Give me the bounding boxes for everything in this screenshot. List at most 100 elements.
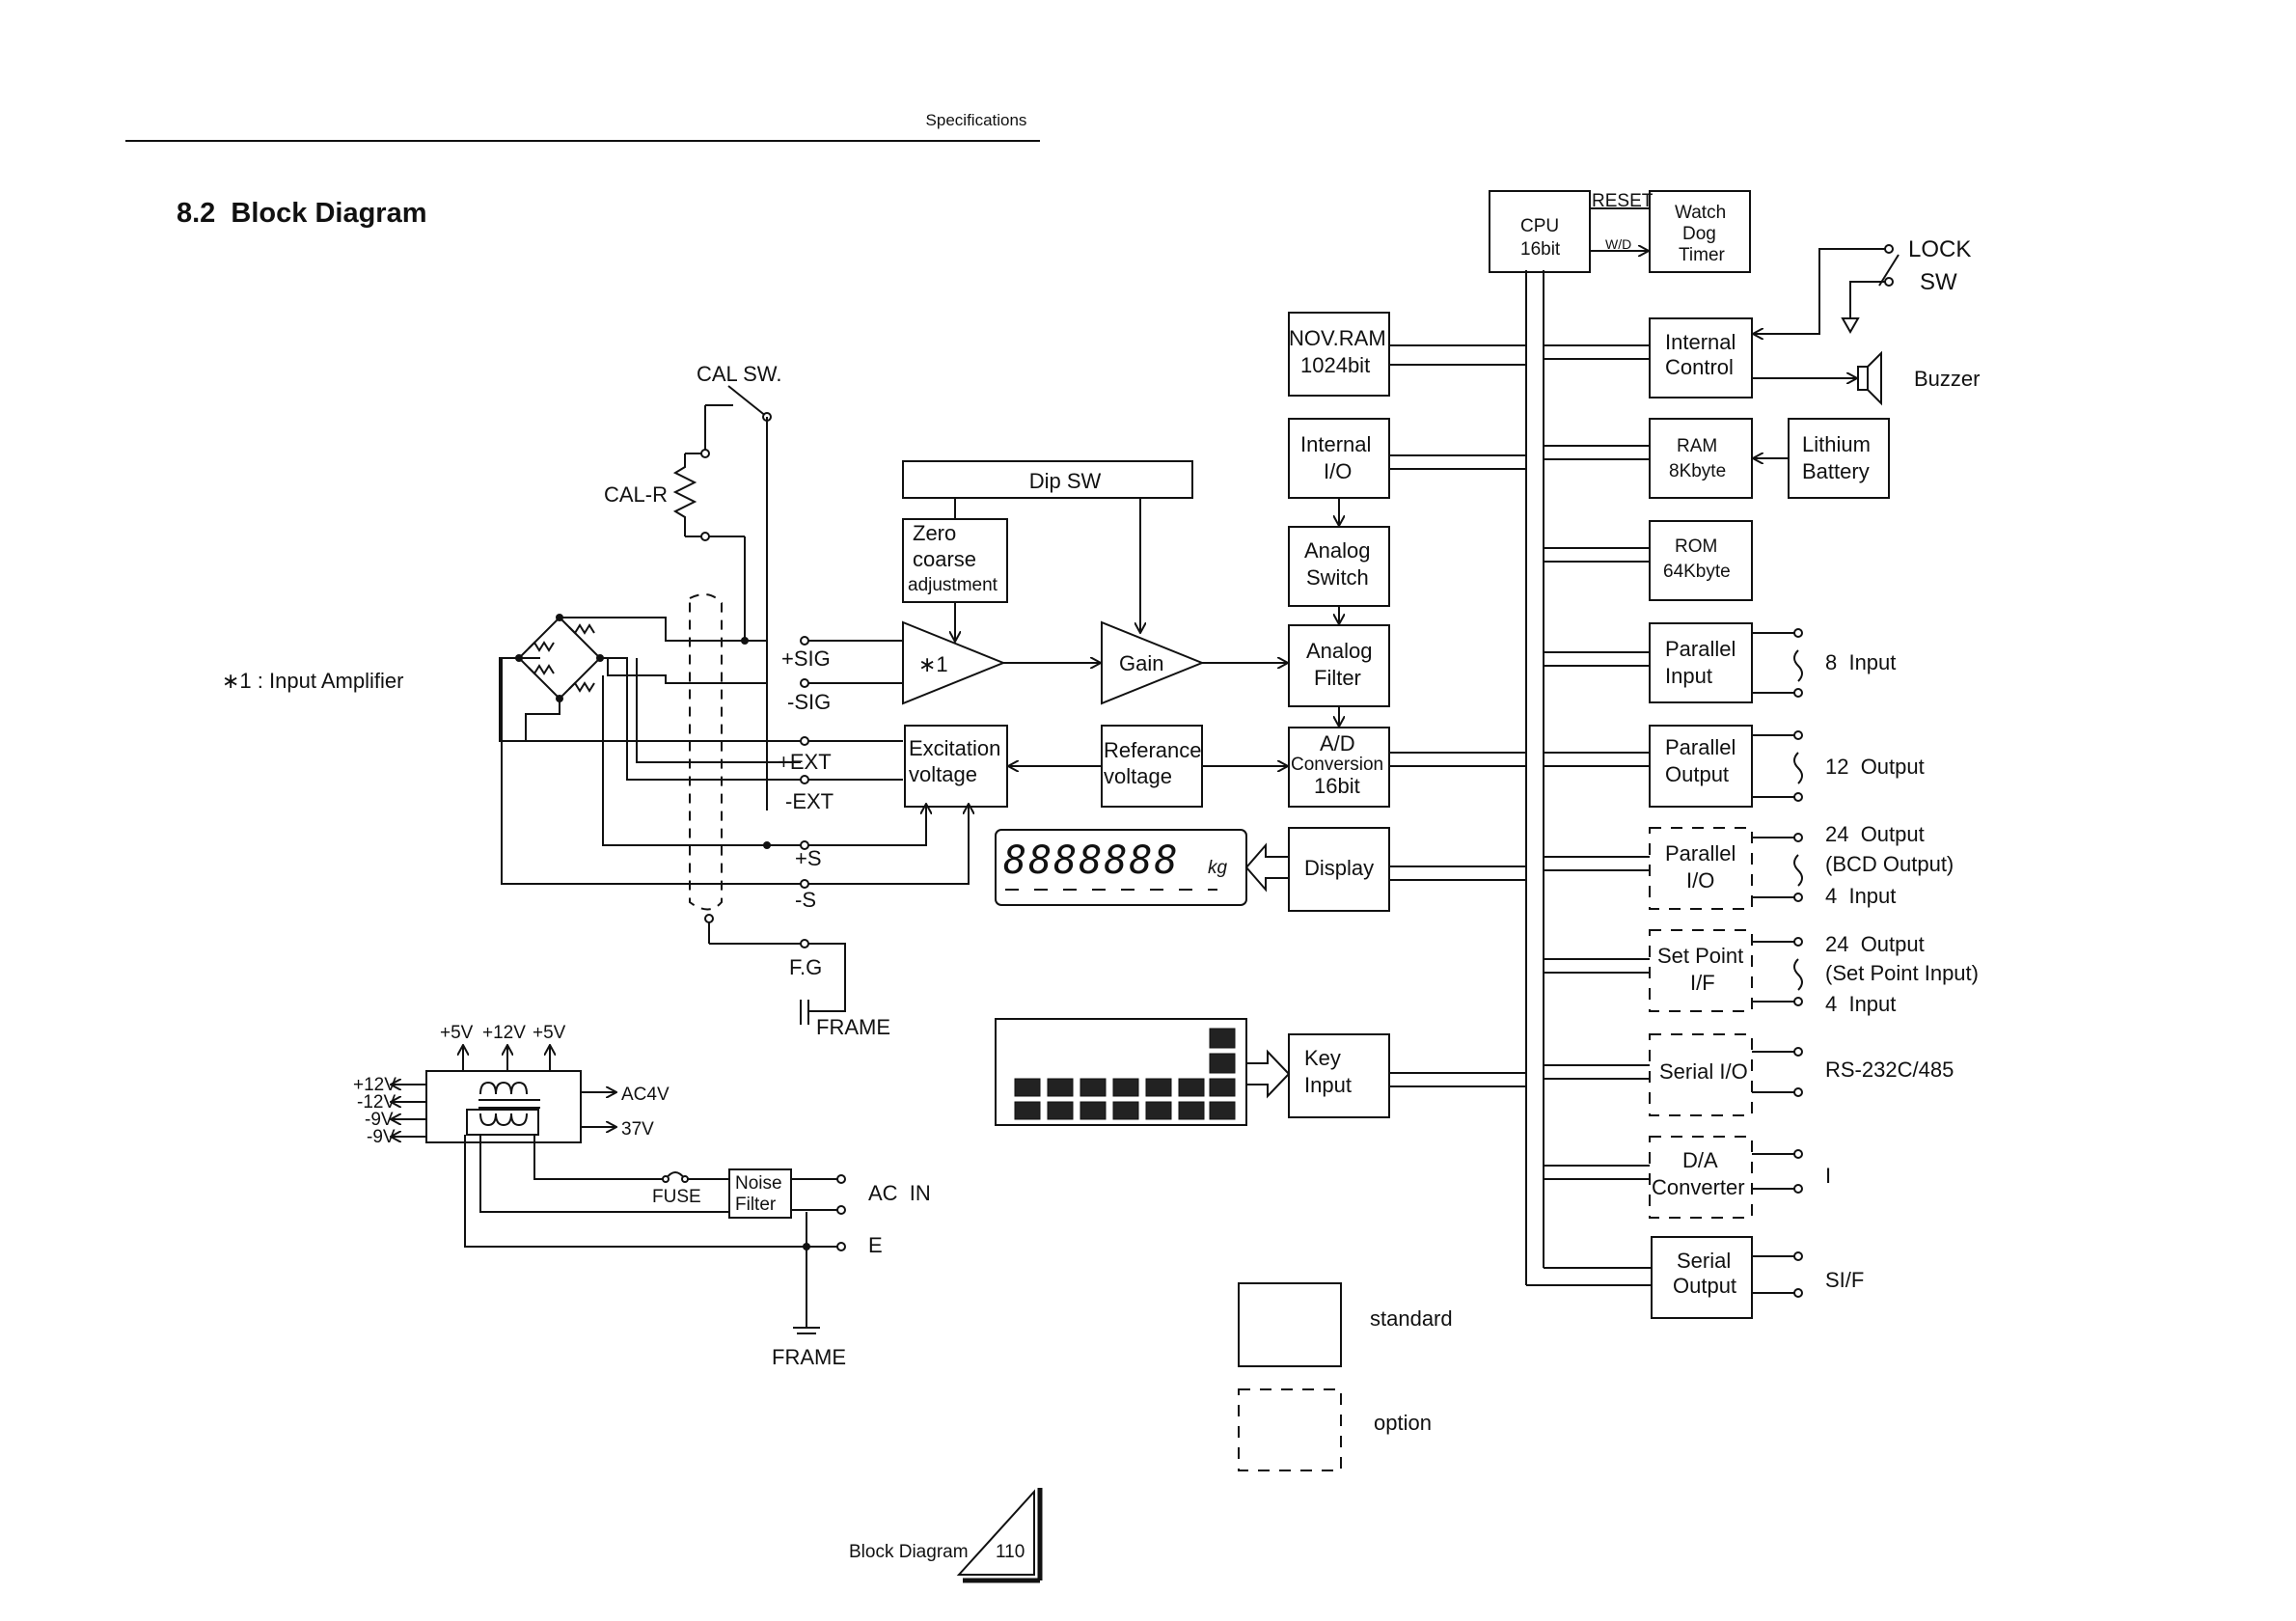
- svg-text:1024bit: 1024bit: [1300, 353, 1370, 377]
- svg-text:Battery: Battery: [1802, 459, 1870, 483]
- svg-text:16bit: 16bit: [1314, 774, 1360, 798]
- dip-sw-block: [902, 460, 1193, 499]
- display-digits: 8888888: [1003, 838, 1180, 883]
- section-header: Specifications: [926, 111, 1027, 129]
- svg-text:voltage: voltage: [1104, 764, 1172, 788]
- legend-option-swatch: [1238, 1388, 1342, 1471]
- svg-text:A/D: A/D: [1320, 731, 1355, 756]
- input-amplifier: [902, 620, 1006, 705]
- input-amplifier-note: ∗1 : Input Amplifier: [222, 669, 403, 693]
- cpu-block: [1489, 190, 1591, 273]
- minus-ext-label: -EXT: [785, 789, 834, 813]
- svg-text:Serial I/O: Serial I/O: [1659, 1059, 1748, 1084]
- svg-text:16bit: 16bit: [1520, 239, 1561, 260]
- svg-text:I/F: I/F: [1690, 971, 1715, 995]
- out24a-label: 24 Output: [1825, 822, 1925, 846]
- out12-label: 12 Output: [1825, 755, 1925, 779]
- svg-text:Internal: Internal: [1665, 330, 1736, 354]
- svg-text:I/O: I/O: [1686, 868, 1714, 893]
- in8-label: 8 Input: [1825, 650, 1896, 674]
- ram-block: [1649, 418, 1753, 499]
- buzzer-label: Buzzer: [1914, 367, 1980, 391]
- svg-text:coarse: coarse: [913, 547, 976, 571]
- watchdog-timer-block: [1649, 190, 1751, 273]
- cable-shield: [689, 593, 723, 911]
- out-m9a-label: -9V: [365, 1110, 394, 1130]
- v5b-label: +5V: [533, 1023, 566, 1043]
- power-supply-block: [425, 1070, 582, 1143]
- svg-text:Serial: Serial: [1677, 1249, 1731, 1273]
- svg-text:NOV.RAM: NOV.RAM: [1289, 326, 1386, 350]
- legend-option-label: option: [1374, 1411, 1432, 1435]
- svg-text:Control: Control: [1665, 355, 1734, 379]
- svg-text:Referance: Referance: [1104, 738, 1202, 762]
- gain-amplifier: [1101, 620, 1205, 705]
- in4a-label: 4 Input: [1825, 884, 1896, 908]
- svg-text:8Kbyte: 8Kbyte: [1669, 461, 1726, 481]
- page-heading: 8.2 Block Diagram: [177, 198, 427, 229]
- svg-text:Output: Output: [1673, 1274, 1736, 1298]
- svg-text:adjustment: adjustment: [908, 575, 998, 595]
- minus-sig-label: -SIG: [787, 690, 831, 714]
- svg-text:Conversion: Conversion: [1291, 755, 1383, 775]
- fuse-label: FUSE: [652, 1187, 701, 1207]
- svg-text:Analog: Analog: [1306, 639, 1373, 663]
- svg-text:Dog: Dog: [1682, 224, 1716, 244]
- plus-s-label: +S: [795, 846, 822, 870]
- ac4v-label: AC4V: [621, 1085, 670, 1105]
- serial-output-block: [1651, 1236, 1753, 1319]
- setpoint-input-label: (Set Point Input): [1825, 961, 1979, 985]
- cal-r-label: CAL-R: [604, 482, 668, 507]
- key-input-block: [1288, 1033, 1390, 1118]
- nov-ram-block: [1288, 312, 1390, 397]
- svg-text:Dip SW: Dip SW: [1029, 469, 1102, 493]
- io-terminals: [1752, 628, 1803, 1298]
- footer-triangle: [956, 1489, 1035, 1576]
- page-number: 110: [996, 1542, 1025, 1562]
- setpoint-if-option-block: [1649, 929, 1753, 1012]
- svg-text:Key: Key: [1304, 1046, 1341, 1070]
- svg-text:Filter: Filter: [1314, 666, 1361, 690]
- lock-label: LOCK: [1908, 236, 1971, 262]
- plus-ext-label: +EXT: [778, 750, 832, 774]
- svg-text:I/O: I/O: [1324, 459, 1352, 483]
- svg-text:Display: Display: [1304, 856, 1374, 880]
- v5a-label: +5V: [440, 1023, 474, 1043]
- svg-text:ROM: ROM: [1675, 536, 1717, 557]
- parallel-input-block: [1649, 622, 1753, 703]
- cal-resistor: [672, 453, 697, 536]
- svg-text:Converter: Converter: [1652, 1175, 1745, 1199]
- bcd-label: (BCD Output): [1825, 852, 1954, 876]
- svg-text:Lithium: Lithium: [1802, 432, 1871, 456]
- in4b-label: 4 Input: [1825, 992, 1896, 1016]
- svg-text:Timer: Timer: [1679, 245, 1726, 265]
- plus-sig-label: +SIG: [781, 646, 831, 671]
- ac-in-label: AC IN: [868, 1181, 931, 1205]
- svg-text:voltage: voltage: [909, 762, 977, 786]
- svg-text:64Kbyte: 64Kbyte: [1663, 562, 1731, 582]
- display-block: [1288, 827, 1390, 912]
- svg-text:Set Point: Set Point: [1657, 944, 1743, 968]
- out-p12-label: +12V: [353, 1075, 396, 1095]
- display-arrow: [1244, 842, 1289, 893]
- svg-text:Filter: Filter: [735, 1195, 777, 1215]
- svg-text:Output: Output: [1665, 762, 1729, 786]
- v37-label: 37V: [621, 1119, 654, 1140]
- footer-label: Block Diagram: [849, 1542, 969, 1562]
- svg-text:Input: Input: [1665, 664, 1712, 688]
- svg-text:Noise: Noise: [735, 1173, 782, 1194]
- svg-text:Parallel: Parallel: [1665, 841, 1736, 865]
- svg-text:Watch: Watch: [1675, 203, 1726, 223]
- reset-label: RESET: [1592, 191, 1654, 211]
- display-panel: 8888888 kg: [995, 829, 1247, 906]
- svg-text:∗1: ∗1: [918, 652, 948, 676]
- svg-text:Parallel: Parallel: [1665, 637, 1736, 661]
- svg-text:Excitation: Excitation: [909, 736, 1000, 760]
- svg-text:Analog: Analog: [1304, 538, 1371, 563]
- minus-s-label: -S: [795, 888, 816, 912]
- e-label: E: [868, 1233, 883, 1257]
- keypad-panel: [995, 1018, 1247, 1126]
- out-m12-label: -12V: [357, 1092, 396, 1113]
- fg-label: F.G: [789, 955, 822, 979]
- out-m9b-label: -9V: [367, 1127, 396, 1147]
